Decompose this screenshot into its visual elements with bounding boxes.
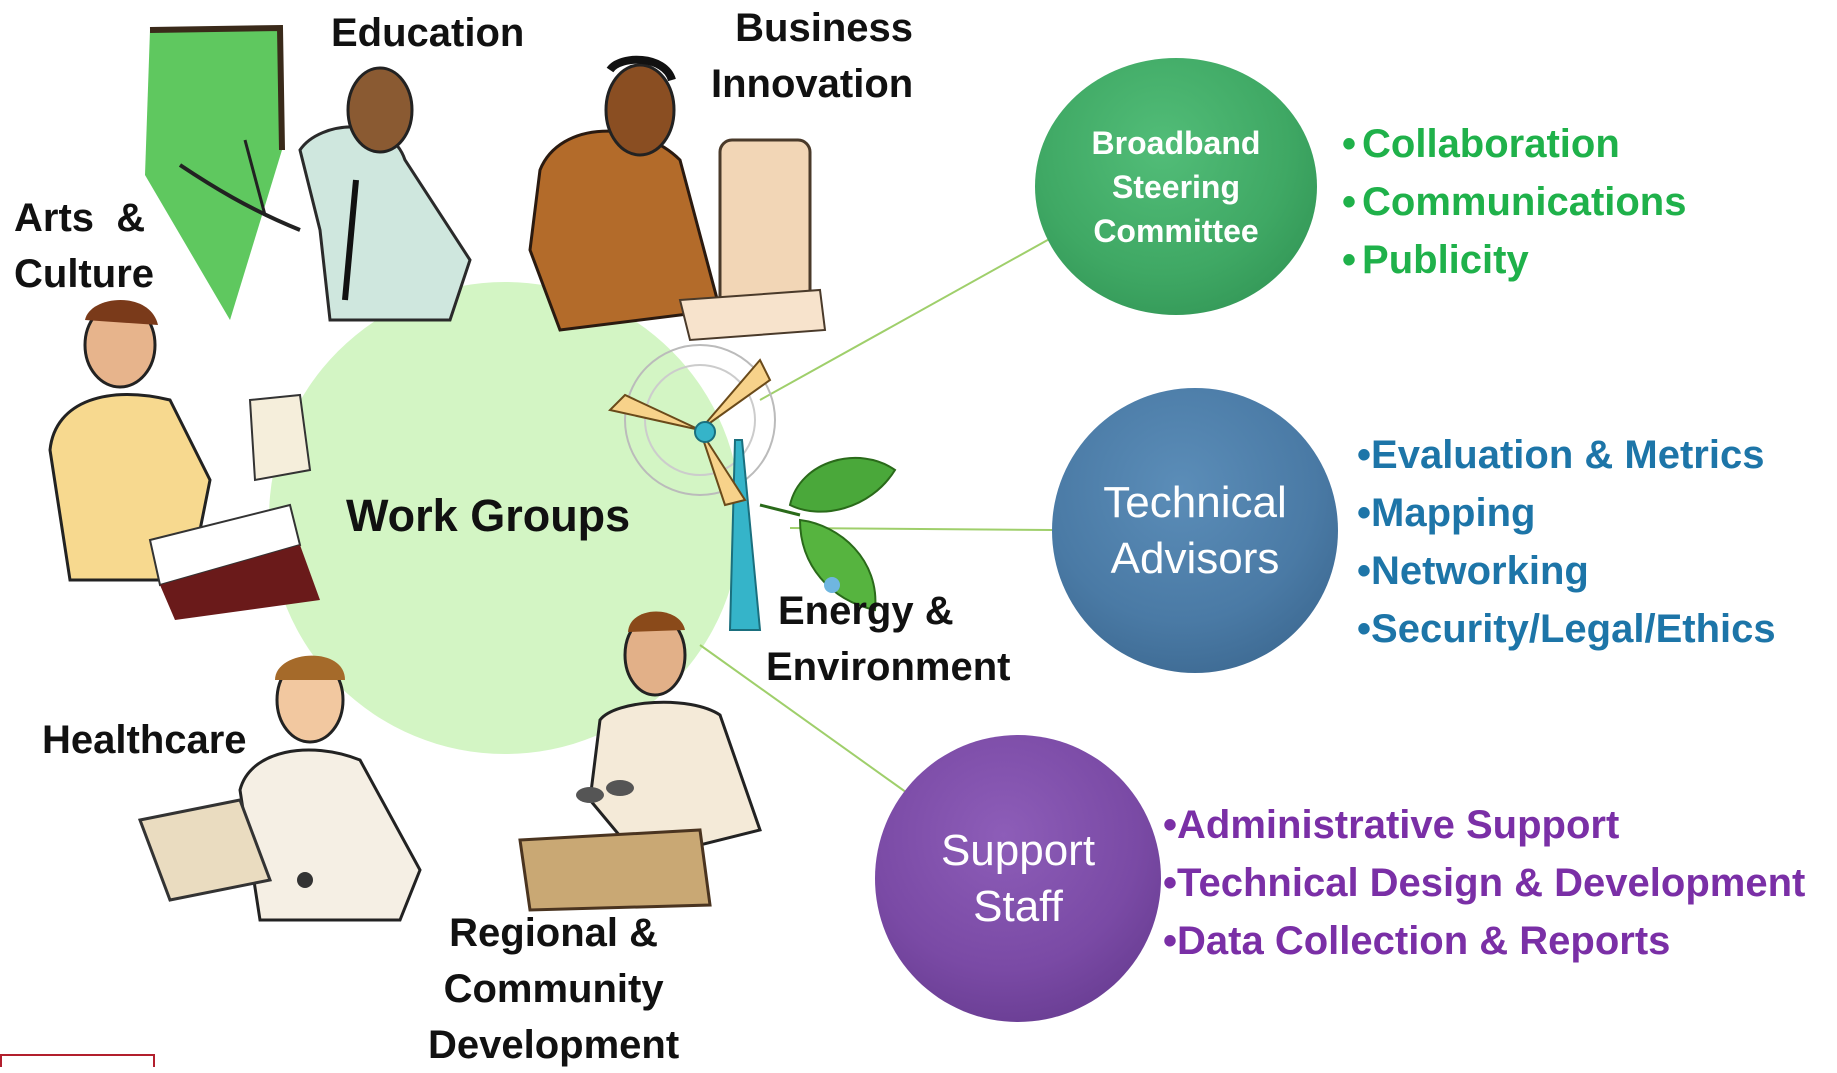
businessman-at-computer-icon (528, 55, 827, 342)
label-arts-culture: Arts & Culture (14, 190, 154, 302)
list-item: •Technical Design & Development (1163, 861, 1806, 905)
steering-duties-list: •Collaboration •Communications •Publicit… (1342, 115, 1687, 289)
list-item: •Data Collection & Reports (1163, 919, 1671, 963)
label-business-innovation: Business Innovation (711, 0, 914, 112)
label-education: Education (331, 11, 525, 55)
wind-turbine-icon (608, 344, 776, 631)
label-arts-line1: Arts & (14, 196, 146, 240)
technical-duties-list: •Evaluation & Metrics •Mapping •Networki… (1357, 426, 1776, 658)
connector-support (699, 644, 911, 796)
connector-technical (789, 527, 1053, 531)
logo-fragment (0, 1054, 155, 1067)
nurse-with-clipboard-icon (137, 655, 422, 922)
label-business-line2: Innovation (711, 62, 914, 106)
steering-line3: Committee (1093, 212, 1259, 249)
label-energy-environment: Energy & Environment (766, 583, 1010, 695)
list-item: •Administrative Support (1163, 803, 1620, 847)
label-arts-line2: Culture (14, 252, 154, 296)
teacher-at-chalkboard-icon (145, 24, 472, 322)
broadband-steering-committee-circle: Broadband Steering Committee (1035, 58, 1317, 315)
technical-advisors-circle: Technical Advisors (1052, 388, 1338, 673)
list-item: •Security/Legal/Ethics (1357, 607, 1776, 651)
list-item: •Networking (1357, 549, 1589, 593)
technical-line1: Technical (1103, 477, 1287, 527)
technical-line2: Advisors (1110, 533, 1280, 583)
list-item: •Communications (1342, 180, 1687, 224)
label-energy-line2: Environment (766, 645, 1011, 689)
support-duties-list: •Administrative Support •Technical Desig… (1163, 796, 1805, 970)
support-line2: Staff (973, 881, 1063, 931)
work-groups-label: Work Groups (346, 490, 631, 541)
list-item: •Evaluation & Metrics (1357, 433, 1765, 477)
connector-steering (759, 231, 1063, 401)
speaker-at-podium-icon (518, 611, 762, 912)
support-line1: Support (940, 825, 1096, 875)
label-regional-line1: Regional & (449, 911, 659, 955)
pianist-icon (48, 300, 320, 620)
leaf-icon (759, 456, 897, 612)
list-item: •Publicity (1342, 238, 1529, 282)
label-energy-line1: Energy & (778, 589, 954, 633)
label-regional-line2: Community (443, 967, 664, 1011)
steering-line1: Broadband (1091, 124, 1261, 161)
list-item: •Mapping (1357, 491, 1536, 535)
label-business-line1: Business (735, 6, 914, 50)
steering-line2: Steering (1111, 168, 1241, 205)
support-staff-circle: Support Staff (875, 735, 1161, 1022)
label-regional-line3: Development (428, 1023, 680, 1067)
label-regional-community-development: Regional & Community Development (428, 905, 679, 1073)
list-item: •Collaboration (1342, 122, 1620, 166)
label-healthcare: Healthcare (42, 718, 247, 762)
